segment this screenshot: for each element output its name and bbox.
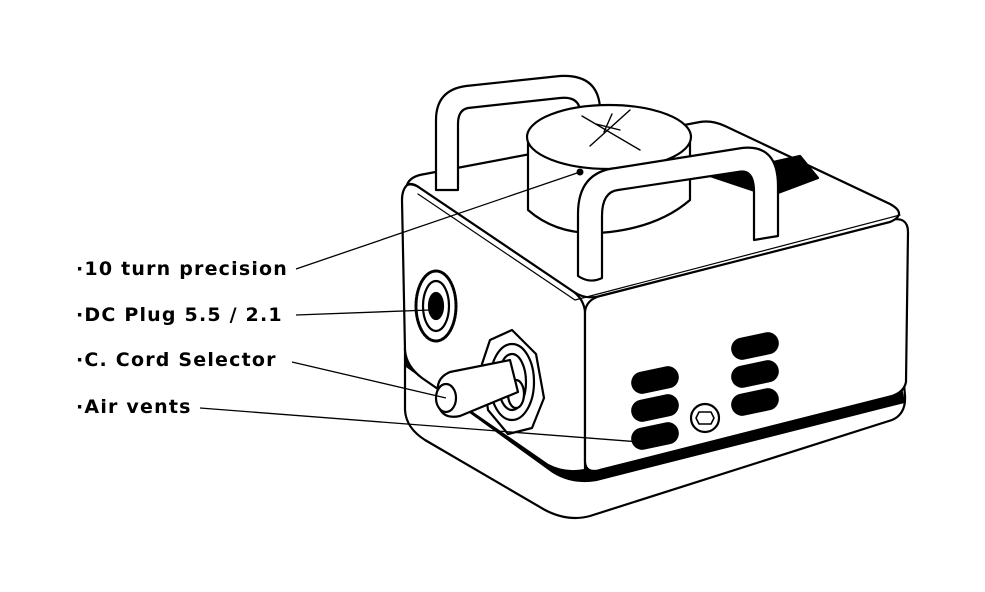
hex-screw (691, 404, 719, 432)
callout-air-vents: ·Air vents (76, 398, 192, 417)
callout-cord-selector: ·C. Cord Selector (76, 351, 277, 370)
dc-jack (416, 271, 456, 341)
callout-10-turn-precision: ·10 turn precision (76, 260, 288, 279)
callout-dc-plug: ·DC Plug 5.5 / 2.1 (76, 306, 283, 325)
leader-dot-knob (577, 169, 584, 176)
